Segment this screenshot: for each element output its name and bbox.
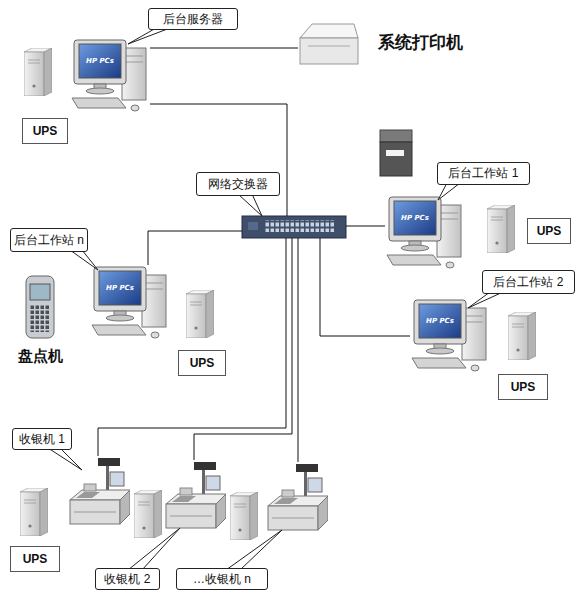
switch-art <box>248 222 258 230</box>
callout-tail <box>468 292 503 308</box>
screen-brand-text: HP PCs <box>106 284 134 292</box>
scanner-art <box>30 284 50 300</box>
callout-label: 网络交换器 <box>196 172 280 196</box>
ups-tower <box>487 205 515 253</box>
callout-label: 后台服务器 <box>148 8 238 30</box>
callout-label: 收银机 2 <box>95 568 160 590</box>
network-cable <box>150 104 287 216</box>
screen-brand-text: HP PCs <box>426 317 454 325</box>
ups-label: UPS <box>528 219 570 243</box>
ups-tower <box>134 490 162 538</box>
computer-art <box>412 300 486 371</box>
register-art <box>166 462 226 528</box>
callout-tail <box>48 448 82 470</box>
callout-tail <box>128 528 180 570</box>
network-cable <box>150 48 298 49</box>
callout-tail <box>226 530 282 570</box>
network-cable <box>194 238 292 460</box>
label-printer-art <box>380 130 412 142</box>
scanner-art <box>26 276 54 338</box>
ups-box: UPS <box>178 350 226 376</box>
workstation: 后台工作站 n <box>90 265 170 340</box>
system-printer: 系统打印机 <box>298 22 360 68</box>
switch-art <box>242 216 346 238</box>
network-switch: 网络交换器 <box>242 216 346 238</box>
callout-label: 后台工作站 2 <box>482 270 575 294</box>
ups-box: UPS <box>10 546 60 572</box>
computer-art <box>92 267 166 338</box>
ups-label: UPS <box>179 351 225 375</box>
ups-box: UPS <box>527 218 571 244</box>
callout-tail <box>238 194 262 216</box>
cash-register: 收银机 2 <box>162 460 226 532</box>
callout-label: 后台工作站 1 <box>437 162 530 185</box>
switch-art <box>264 220 334 232</box>
label-printer-art <box>386 150 404 156</box>
printer-art <box>300 38 358 64</box>
callout-label: 收银机 1 <box>12 428 72 450</box>
server-computer: 后台服务器 <box>70 38 150 113</box>
callout-label: …收银机 n <box>176 568 268 590</box>
callout-tail <box>438 183 460 200</box>
printer-art <box>308 46 350 47</box>
computer-art <box>387 197 461 268</box>
ups-tower <box>20 488 48 536</box>
ups-box: UPS <box>22 118 68 144</box>
ups-tower <box>508 312 536 360</box>
callout-tail <box>128 28 170 44</box>
ups-tower <box>24 48 52 96</box>
network-cable <box>298 238 299 462</box>
ups-tower <box>186 290 214 338</box>
scanner-art <box>30 304 50 332</box>
network-cable <box>98 238 286 456</box>
inventory-scanner: 盘点机 <box>24 276 56 338</box>
cash-register: 收银机 1 <box>66 456 130 528</box>
callout-tail <box>70 250 98 270</box>
device-label: 盘点机 <box>8 345 72 367</box>
workstation: 后台工作站 2 <box>410 298 490 373</box>
callout-label: 后台工作站 n <box>10 228 88 252</box>
ups-box: UPS <box>498 374 548 400</box>
ups-label: UPS <box>23 119 67 143</box>
register-art <box>268 464 328 530</box>
ups-label: UPS <box>499 375 547 399</box>
screen-brand-text: HP PCs <box>86 57 114 65</box>
network-cable <box>148 231 242 265</box>
screen-brand-text: HP PCs <box>401 214 429 222</box>
cash-register: …收银机 n <box>264 462 328 534</box>
workstation: 后台工作站 1 <box>385 195 465 270</box>
computer-art <box>72 40 146 111</box>
network-cable <box>346 226 385 227</box>
network-cable <box>320 238 410 336</box>
device-label: 系统打印机 <box>378 30 490 54</box>
label-printer-art <box>380 142 412 176</box>
ups-label: UPS <box>11 547 59 571</box>
ups-tower <box>230 492 258 540</box>
printer-art <box>300 24 358 38</box>
